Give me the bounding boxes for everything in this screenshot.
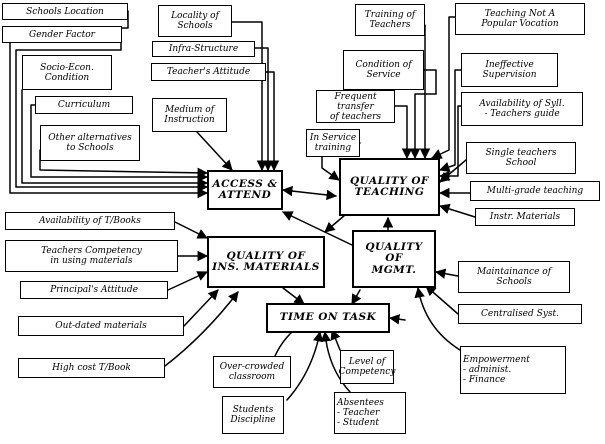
node-time-on-task: TIME ON TASK <box>266 303 390 333</box>
edge-supervision-teaching <box>439 69 462 172</box>
edge-not-popular-teaching <box>431 16 456 159</box>
edge-gender-access <box>15 34 209 193</box>
edge-frequent-transfer-teaching <box>394 105 413 160</box>
node-level-of-competency: Level of Competency <box>339 350 395 384</box>
edge-availability-tbooks-ins <box>174 221 208 239</box>
node-principals-attitude: Principal's Attitude <box>20 281 168 299</box>
node-frequent-transfer: Frequent transfer of teachers <box>316 90 395 123</box>
node-single-teachers-school: Single teachers School <box>466 142 576 174</box>
node-other-alternatives: Other alternatives to Schools <box>40 125 140 161</box>
edge-centralised-mgmt <box>425 285 459 315</box>
node-quality-of-teaching: QUALITY OF TEACHING <box>339 158 440 216</box>
edge-condition-teaching <box>409 69 437 160</box>
edge-teaching-ins-materials <box>324 214 346 233</box>
node-condition-of-service: Condition of Service <box>343 50 424 90</box>
edge-curriculum-access <box>30 104 209 183</box>
node-availability-syll: Availability of Syll. - Teachers guide <box>461 92 583 126</box>
edge-locality-access <box>231 21 268 172</box>
edge-competency-level-time <box>330 329 341 351</box>
edge-medium-access <box>196 131 233 171</box>
node-quality-of-mgmt: QUALITY OF MGMT. <box>352 230 436 288</box>
edge-empowerment-mgmt <box>414 286 461 351</box>
node-students-discipline: Students Discipline <box>222 396 284 434</box>
node-teachers-competency: Teachers Competency in using materials <box>5 240 178 272</box>
edge-instr-materials-teaching <box>438 203 476 218</box>
node-centralised-syst: Centralised Syst. <box>458 304 582 324</box>
node-in-service-training: In Service training <box>306 129 360 157</box>
node-teachers-attitude: Teacher's Attitude <box>151 63 266 81</box>
edge-infrastructure-access <box>254 47 274 172</box>
edge-absentees-time <box>320 330 351 393</box>
node-absentees: Absentees - Teacher - Student <box>334 392 406 434</box>
edge-high-cost-ins <box>164 291 239 367</box>
node-medium-of-instruction: Medium of Instruction <box>152 98 227 132</box>
node-ineffective-supervision: Ineffective Supervision <box>461 53 558 87</box>
node-high-cost-tbook: High cost T/Book <box>18 358 165 378</box>
node-empowerment: Empowerment - administ. - Finance <box>460 346 566 394</box>
edge-principal-ins <box>167 271 208 291</box>
node-locality-of-schools: Locality of Schools <box>158 5 232 37</box>
node-quality-ins-materials: QUALITY OF INS. MATERIALS <box>207 236 325 288</box>
node-over-crowded-classroom: Over-crowded classroom <box>213 356 291 388</box>
node-teaching-not-popular: Teaching Not A Popular Vocation <box>455 3 585 35</box>
edge-mgmt-access <box>282 211 353 246</box>
edge-discipline-time <box>286 330 324 401</box>
node-out-dated-materials: Out-dated materials <box>18 316 184 336</box>
node-socio-econ-condition: Socio-Econ. Condition <box>22 55 112 90</box>
node-curriculum: Curriculum <box>35 96 133 114</box>
edge-outdated-ins <box>183 289 219 327</box>
node-training-of-teachers: Training of Teachers <box>355 4 425 36</box>
node-access-attend: ACCESS & ATTEND <box>207 170 283 210</box>
node-schools-location: Schools Location <box>2 3 128 20</box>
edge-mgmt-time <box>351 289 362 305</box>
node-infra-structure: Infra-Structure <box>152 41 255 57</box>
edge-teachers-attitude-access <box>265 71 280 172</box>
edge-teaching-access <box>281 185 338 201</box>
node-instr-materials: Instr. Materials <box>475 208 575 226</box>
edge-ins-materials-time <box>282 287 305 305</box>
edge-syll-teaching <box>438 105 462 182</box>
node-availability-tbooks: Availability of T/Books <box>5 212 175 230</box>
edge-single-teacher-teaching <box>439 159 467 183</box>
node-gender-factor: Gender Factor <box>2 26 122 43</box>
node-multi-grade-teaching: Multi-grade teaching <box>470 181 600 201</box>
node-maintainance-of-schools: Maintainance of Schools <box>458 261 570 293</box>
edge-maintainance-mgmt <box>434 268 459 279</box>
edge-arrow-right-time <box>388 314 406 325</box>
edge-socio-econ-access <box>21 89 209 189</box>
